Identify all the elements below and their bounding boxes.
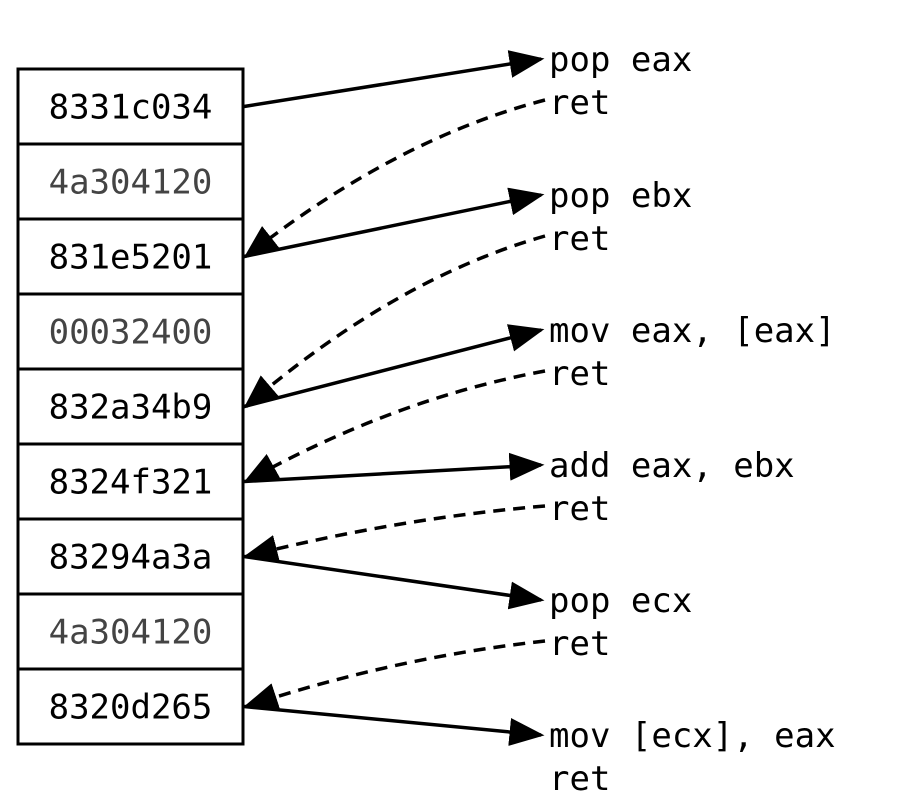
gadget-call-arrow [243,554,545,610]
stack-cell-text: 832a34b9 [49,388,213,428]
stack-cell: 83294a3a [16,517,245,596]
gadget-ret: ret [549,624,610,664]
gadget-instruction: pop ebx [549,176,692,216]
gadget-ret: ret [549,219,610,259]
stack-cell: 8320d265 [16,667,245,746]
stack-cell-text: 8324f321 [49,463,213,503]
stack-cell-text: 4a304120 [49,613,213,653]
arrow-layer [242,50,546,746]
stack-cell: 831e5201 [16,217,245,296]
ret-return-arrow [242,504,546,563]
gadget-instruction: mov [ecx], eax [549,716,836,756]
gadget-call-arrow [243,324,545,409]
gadget-call-arrow [243,187,545,259]
stack-cell-box [16,142,245,221]
gadget-instruction: pop ecx [549,581,692,621]
stack-cell: 8324f321 [16,442,245,521]
gadget-instruction: add eax, ebx [549,446,795,486]
gadget: mov eax, [eax]ret [549,311,836,394]
stack-cell-text: 8331c034 [49,88,213,128]
gadget-call-arrow [243,704,545,746]
gadget-call-arrow [243,452,545,484]
stack-cell: 4a304120 [16,142,245,221]
ret-return-arrow [243,234,546,409]
stack-cell-box [16,292,245,371]
gadget-instruction: mov eax, [eax] [549,311,836,351]
stack-cell: 832a34b9 [16,367,245,446]
stack-column: 8331c034 4a304120 831e5201 00032400 832a34b9… [16,67,245,746]
gadget-call-arrow [243,50,545,109]
stack-cell-text: 4a304120 [49,163,213,203]
stack-cell-box [16,67,245,146]
gadget-ret: ret [549,759,610,799]
gadget-ret: ret [549,354,610,394]
stack-cell-text: 8320d265 [49,688,213,728]
stack-cell: 4a304120 [16,592,245,671]
stack-cell-box [16,667,245,746]
gadget-ret: ret [549,83,610,123]
ret-return-arrow [242,369,546,484]
stack-cell-text: 83294a3a [49,538,213,578]
stack-cell-text: 00032400 [49,313,213,353]
stack-cell-box [16,442,245,521]
gadget-instruction: pop eax [549,40,692,80]
ret-return-arrow [243,98,546,259]
stack-cell-text: 831e5201 [49,238,213,278]
stack-cell: 8331c034 [16,67,245,146]
stack-cell-box [16,592,245,671]
stack-cell: 00032400 [16,292,245,371]
ret-return-arrow [242,639,546,710]
gadget-ret: ret [549,489,610,529]
